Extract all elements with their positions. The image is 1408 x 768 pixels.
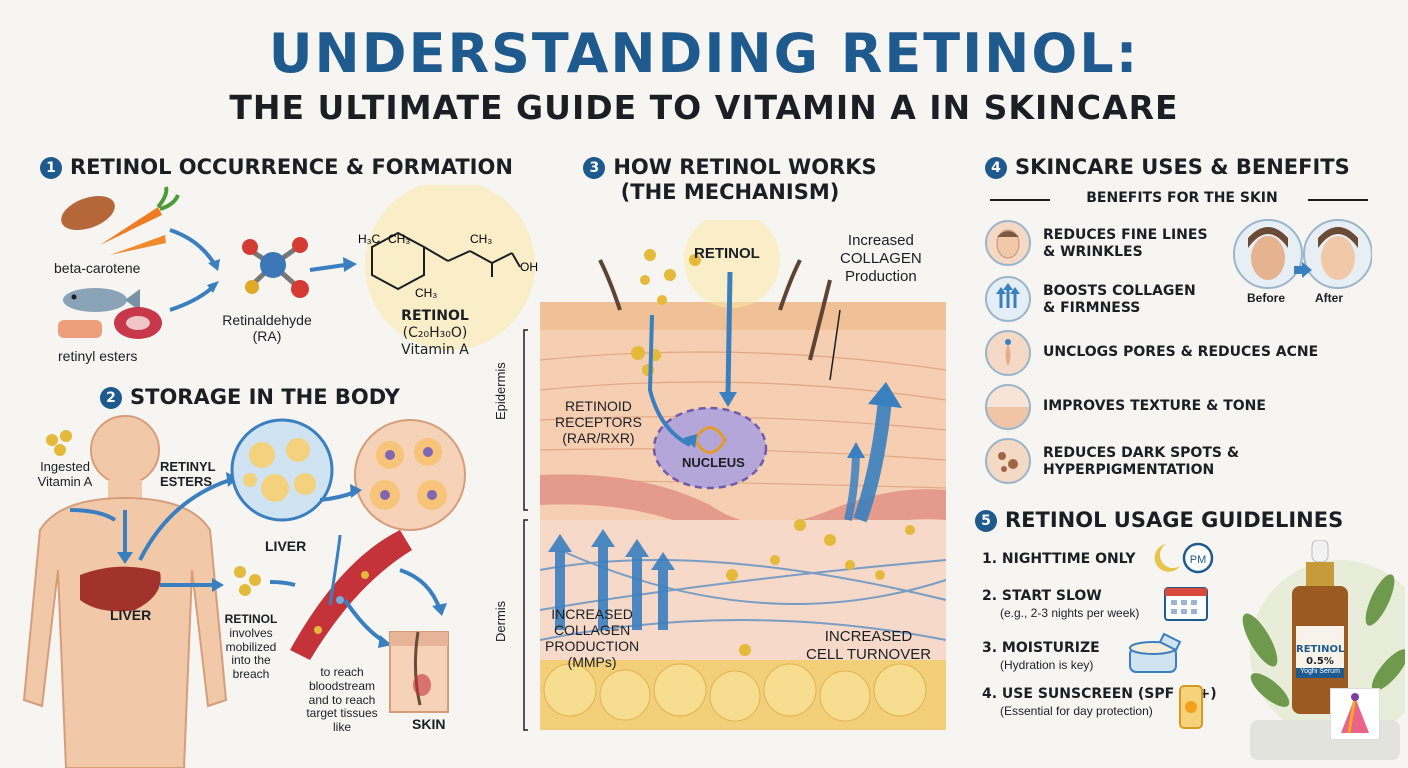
guide-item-start-slow: 2. START SLOW bbox=[982, 588, 1102, 604]
retinaldehyde-label: Retinaldehyde(RA) bbox=[222, 312, 312, 345]
collagen-production-bottom-label: INCREASED COLLAGEN PRODUCTION (MMPs) bbox=[545, 606, 640, 671]
collagen-up-arrows bbox=[548, 529, 675, 630]
dermis-label: Dermis bbox=[493, 600, 508, 642]
usage-guidelines: 1. NIGHTTIME ONLY 2. START SLOW (e.g., 2… bbox=[982, 551, 1217, 718]
skin-label: SKIN bbox=[412, 716, 446, 732]
leaf-icon bbox=[1242, 574, 1405, 707]
liver-cells-label: LIVER bbox=[265, 538, 307, 554]
liver-organ-label: LIVER bbox=[110, 607, 152, 623]
collagen-production-top-label: Increased COLLAGEN Production bbox=[840, 232, 922, 285]
collagen-arrows-icon bbox=[985, 276, 1031, 322]
section3-number: 3 bbox=[583, 157, 606, 179]
epidermis-label: Epidermis bbox=[493, 362, 508, 420]
reach-tissues-label: to reach bloodstream and to reach target… bbox=[306, 665, 378, 735]
section1-number: 1 bbox=[40, 157, 62, 179]
nucleus-icon bbox=[652, 406, 768, 490]
fish-icon bbox=[63, 288, 140, 312]
cell-turnover-label: INCREASED CELL TURNOVER bbox=[806, 628, 932, 663]
clock-text: PM bbox=[1190, 554, 1207, 566]
before-after-faces bbox=[1233, 219, 1372, 289]
carrot-icon bbox=[61, 186, 180, 255]
struct-ch3-b: CH₃ bbox=[470, 232, 492, 246]
section2-number: 2 bbox=[100, 387, 122, 409]
section1-illustration: H₃C CH₃ CH₃ CH₃ OH bbox=[58, 185, 538, 350]
retinyl-esters-label: retinyl esters bbox=[58, 348, 138, 364]
benefits-subheading: BENEFITS FOR THE SKIN bbox=[990, 190, 1390, 210]
before-label: Before bbox=[1247, 291, 1286, 305]
struct-oh: OH bbox=[520, 260, 538, 274]
guide-item-moisturize: 3. MOISTURIZE bbox=[982, 640, 1100, 656]
retinol-structure-icon bbox=[371, 231, 521, 291]
cream-jar-icon bbox=[1129, 632, 1182, 673]
zoomed-cells-icon bbox=[354, 419, 466, 531]
beta-carotene-label: beta-carotene bbox=[54, 260, 141, 276]
face-icon bbox=[985, 220, 1031, 266]
skin-block-icon bbox=[389, 631, 449, 713]
liver-organ-icon bbox=[80, 566, 161, 612]
sunscreen-icon bbox=[1179, 685, 1203, 729]
struct-ch3-a: CH₃ bbox=[388, 232, 410, 246]
dark-spots-icon bbox=[985, 438, 1031, 484]
after-label: After bbox=[1315, 291, 1344, 305]
retinol-drop-label: RETINOL bbox=[694, 245, 760, 262]
pore-icon bbox=[985, 330, 1031, 376]
struct-ch3-c: CH₃ bbox=[415, 286, 437, 300]
human-body-icon bbox=[22, 415, 228, 768]
skin-layer-icon bbox=[985, 384, 1031, 430]
section5-number: 5 bbox=[975, 510, 997, 532]
retinol-droplets bbox=[631, 249, 915, 656]
collagen-fibers bbox=[539, 549, 947, 641]
calendar-icon bbox=[1164, 587, 1208, 621]
guide-item-nighttime: 1. NIGHTTIME ONLY bbox=[982, 551, 1136, 567]
skin-mechanism-illustration bbox=[523, 220, 947, 731]
bottle-label: RETINOL 0.5% bbox=[1296, 644, 1345, 667]
turnover-arrow-large bbox=[853, 399, 892, 523]
meat-icon bbox=[58, 307, 162, 339]
bottle-serum-name: Yoghi Serum bbox=[1300, 668, 1340, 675]
mobilized-label: RETINOL involves mobilized into the brea… bbox=[224, 612, 278, 682]
struct-h3c: H₃C bbox=[358, 232, 381, 246]
moon-clock-icon: PM bbox=[1154, 542, 1214, 574]
nucleus-label: NUCLEUS bbox=[682, 455, 745, 470]
page-subtitle: THE ULTIMATE GUIDE TO VITAMIN A IN SKINC… bbox=[229, 88, 1179, 127]
retinol-formula-label: RETINOL (C₂₀H₃₀O) Vitamin A bbox=[401, 308, 469, 358]
molecule-icon bbox=[242, 237, 309, 298]
brand-logo bbox=[1330, 688, 1380, 740]
guide-item-sunscreen: 4. USE SUNSCREEN (SPF 30+) bbox=[982, 686, 1217, 702]
fat-cells bbox=[543, 663, 927, 722]
page-title: UNDERSTANDING RETINOL: bbox=[268, 22, 1140, 85]
section2-illustration bbox=[22, 415, 466, 768]
receptors-label: RETINOID RECEPTORS (RAR/RXR) bbox=[555, 398, 642, 447]
liver-cells-icon bbox=[230, 418, 334, 522]
section4-number: 4 bbox=[985, 157, 1007, 179]
